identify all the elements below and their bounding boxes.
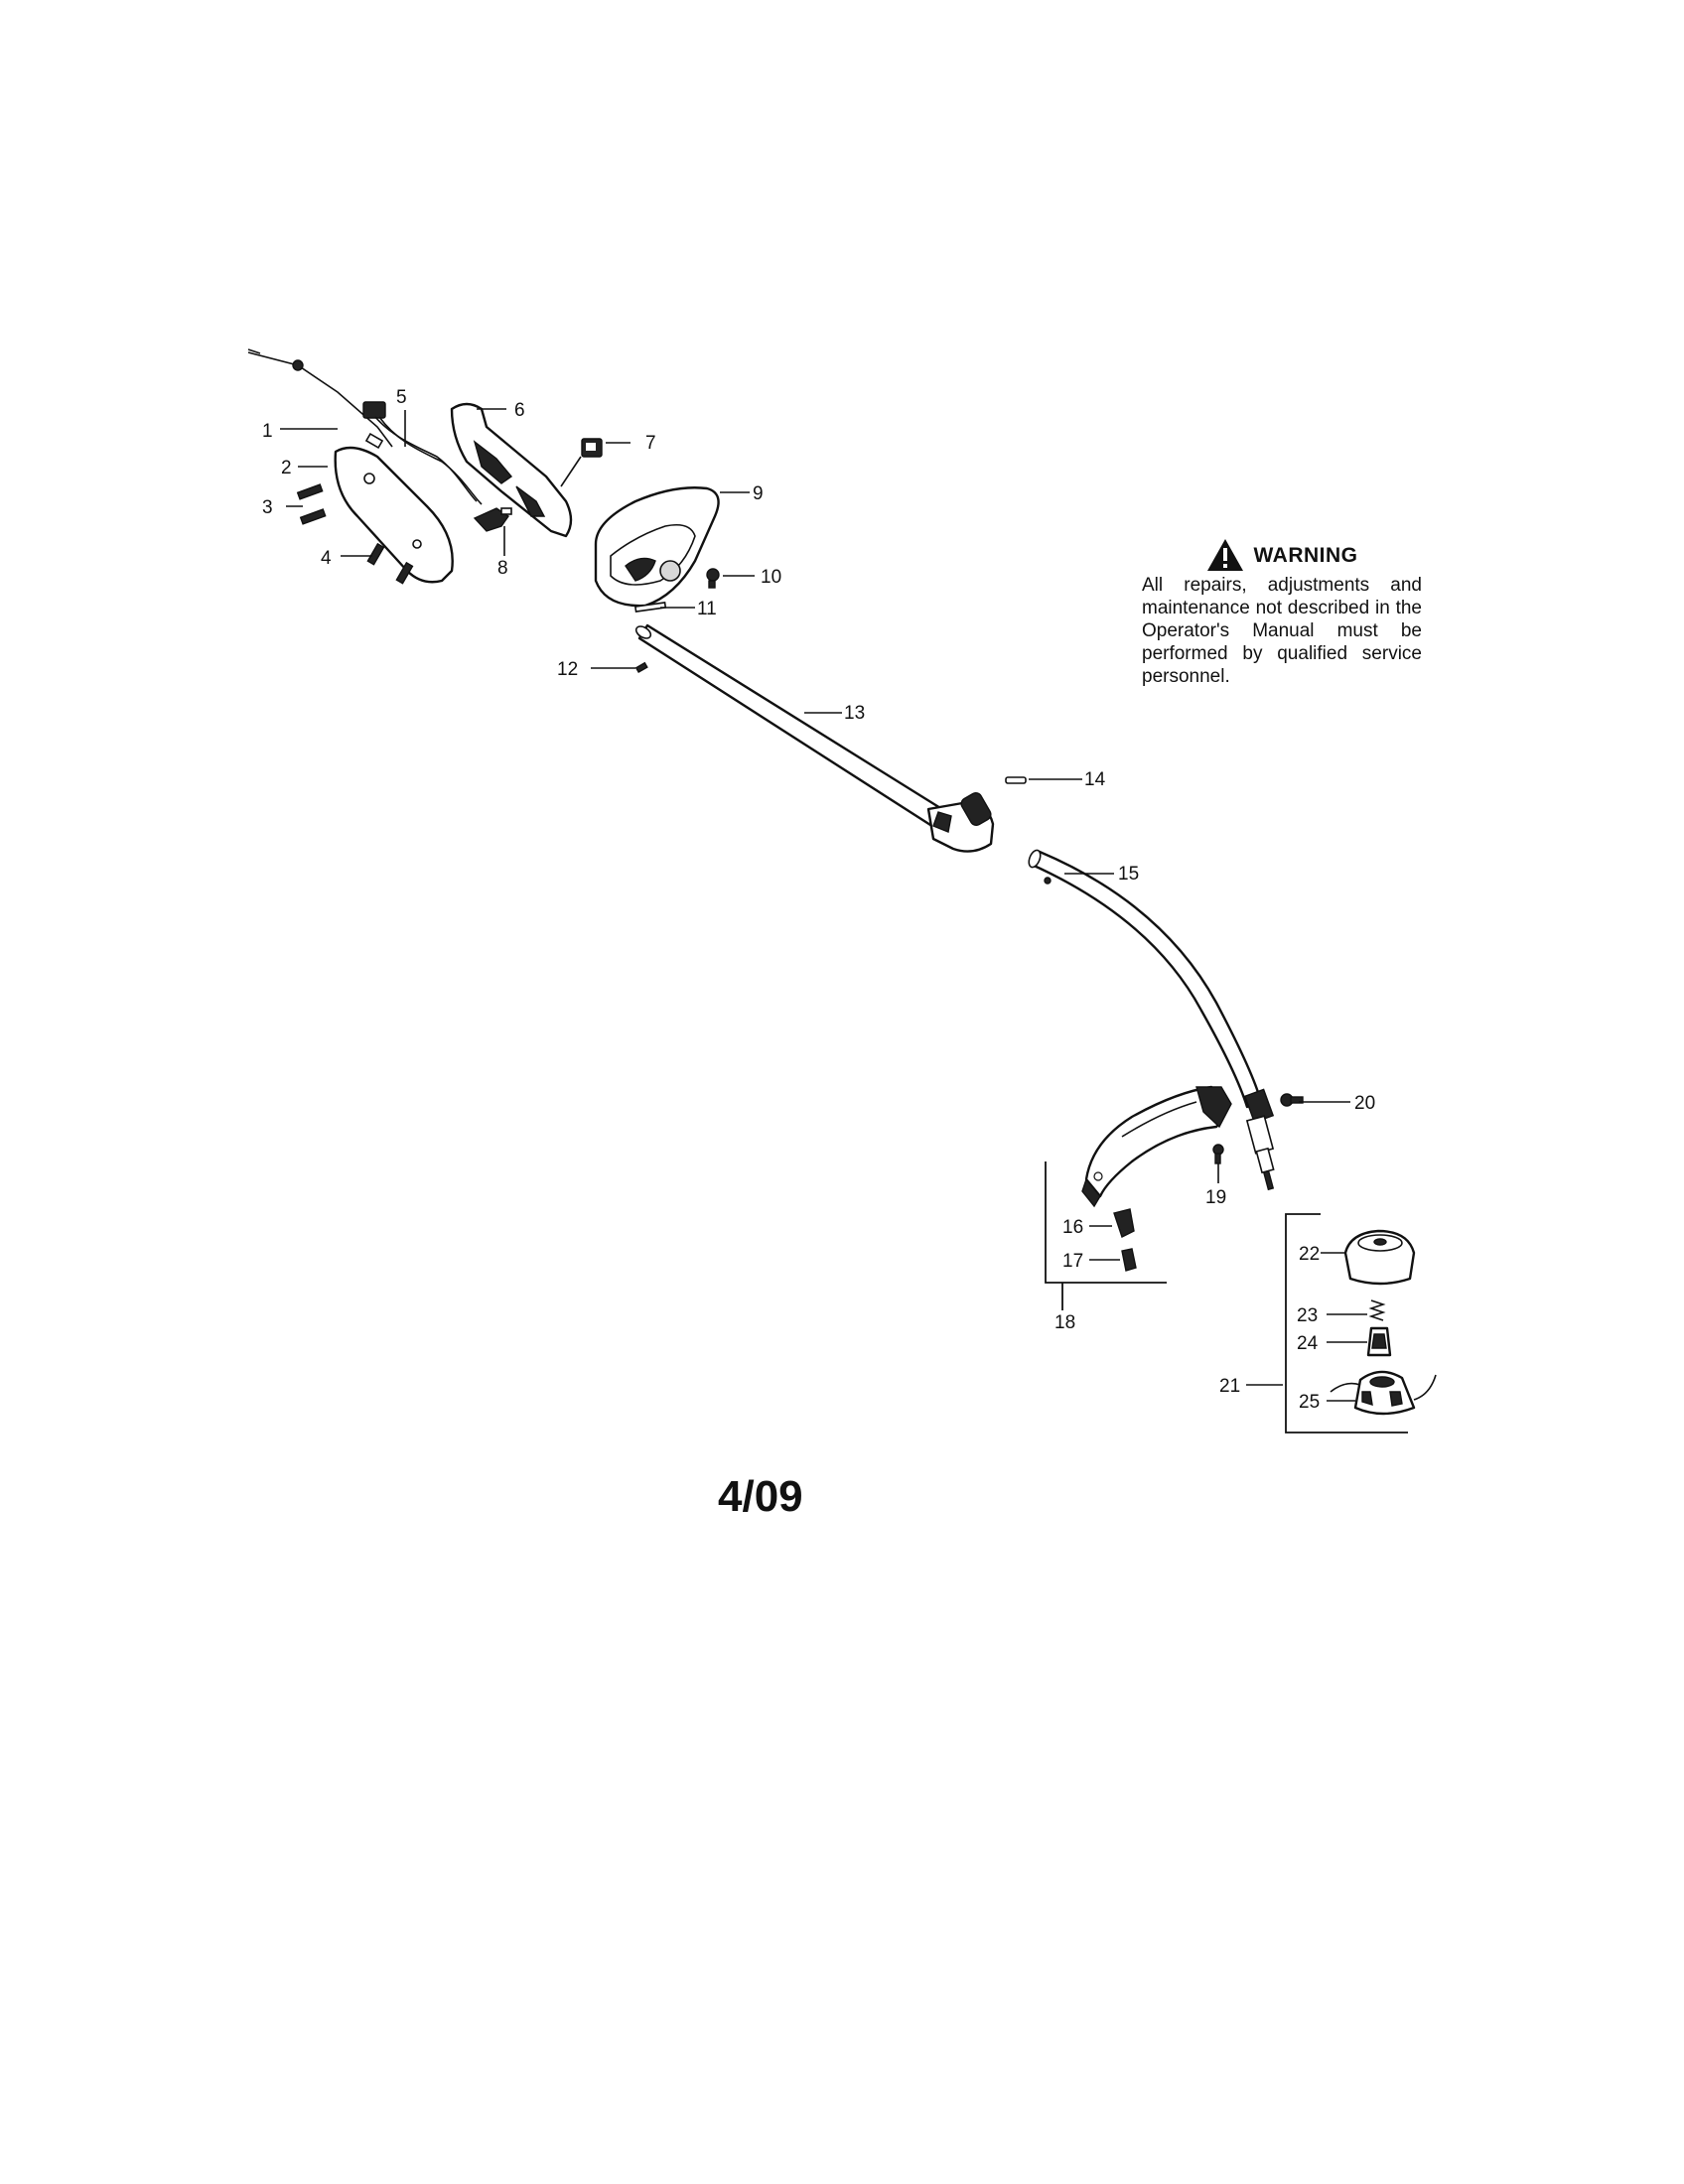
upper-shaft-tube [634,623,995,853]
warning-title: WARNING [1253,543,1358,567]
warning-notice: WARNING All repairs, adjustments and mai… [1142,538,1422,688]
coupling-pin [1005,776,1027,784]
part-label-23: 23 [1297,1305,1318,1326]
part-label-6: 6 [514,400,525,421]
part-label-18: 18 [1054,1312,1075,1333]
part-label-9: 9 [753,483,764,504]
part-label-22: 22 [1299,1244,1320,1265]
throttle-trigger [473,507,512,532]
warning-text: All repairs, adjustments and maintenance… [1142,575,1422,687]
part-label-10: 10 [761,567,781,588]
revision-date: 4/09 [718,1472,803,1521]
part-label-11: 11 [697,599,717,619]
screw-10 [706,568,720,589]
handle-housing-right [450,402,573,538]
part-label-19: 19 [1205,1187,1226,1208]
screws-4 [366,542,414,585]
trimmer-head-assembly [1285,1213,1437,1433]
screw-20 [1280,1093,1304,1107]
bolt-11 [633,602,667,613]
part-label-7: 7 [645,433,656,454]
handle-housing-left [334,446,454,584]
cutter-blade-assembly [1045,1161,1167,1310]
part-label-3: 3 [262,497,273,518]
part-label-24: 24 [1297,1333,1319,1354]
screws-3 [296,483,327,525]
throttle-cable [247,348,393,450]
rear-handle-grip [594,486,720,608]
part-label-16: 16 [1062,1217,1083,1238]
part-label-4: 4 [321,548,332,569]
part-label-15: 15 [1118,864,1139,885]
lockout-block [581,438,603,458]
part-label-5: 5 [396,387,407,408]
leader-lines [280,408,1367,1402]
pin-12 [634,661,648,674]
part-label-20: 20 [1354,1093,1375,1114]
part-number-labels: 1 2 3 4 5 6 7 8 9 10 11 12 13 14 15 16 1… [262,387,1375,1413]
part-label-21: 21 [1219,1376,1240,1397]
part-label-13: 13 [844,703,865,724]
part-label-17: 17 [1062,1251,1083,1272]
part-label-12: 12 [557,659,578,680]
part-label-14: 14 [1084,769,1106,790]
lower-curved-shaft [1028,849,1275,1191]
grass-deflector-shield [1081,1085,1232,1208]
warning-header: WARNING [1142,538,1422,572]
part-label-8: 8 [497,558,508,579]
warning-triangle-icon [1206,539,1243,571]
screw-19 [1212,1144,1224,1164]
switch-wire [362,401,483,505]
part-label-2: 2 [281,458,292,478]
part-label-25: 25 [1299,1392,1320,1413]
part-label-1: 1 [262,421,273,442]
